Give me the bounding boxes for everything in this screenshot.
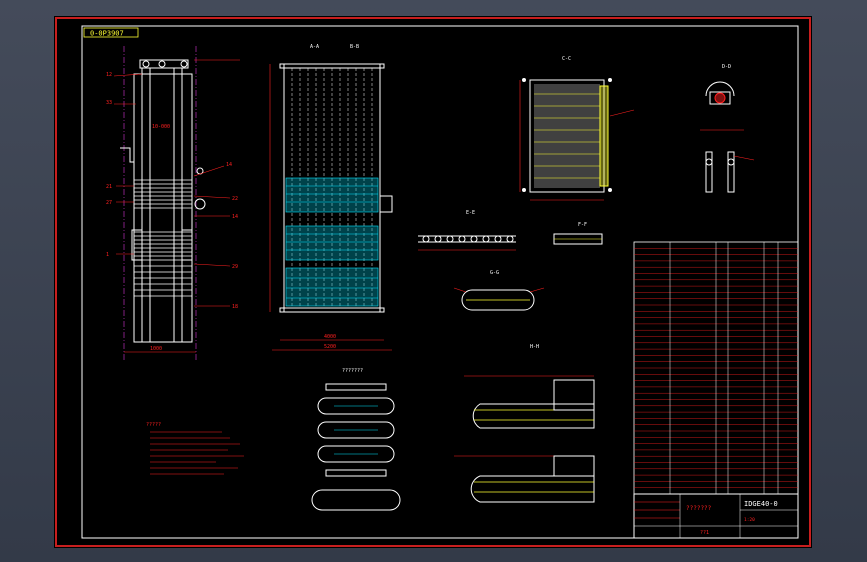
svg-text:10-000: 10-000 [152, 124, 170, 130]
left-width-dim: 1000 [150, 346, 162, 352]
svg-text:?????: ????? [146, 422, 161, 428]
drawing-sheet[interactable]: 0-0P3907 [54, 16, 812, 548]
section-gg-view: G-G [453, 270, 545, 311]
svg-text:14: 14 [232, 214, 238, 220]
svg-text:29: 29 [232, 264, 238, 270]
svg-text:12: 12 [106, 72, 112, 78]
outer-frame [55, 17, 811, 547]
svg-text:D-D: D-D [722, 64, 731, 70]
svg-text:5200: 5200 [324, 344, 336, 350]
section-ee-view: E-E F-F [418, 210, 603, 251]
drawing-scale: 1:20 [744, 517, 755, 523]
svg-text:22: 22 [232, 196, 238, 202]
tag-label: 0-0P3907 [90, 30, 124, 38]
svg-text:27: 27 [106, 200, 112, 206]
section-cc-view: C-C [519, 56, 635, 201]
svg-text:B-B: B-B [350, 44, 359, 50]
coil-stack-view: ??????? [311, 368, 401, 511]
svg-text:14: 14 [226, 162, 232, 168]
svg-text:A-A: A-A [310, 44, 319, 50]
svg-text:21: 21 [106, 184, 112, 190]
svg-text:33: 33 [106, 100, 112, 106]
svg-text:4000: 4000 [324, 334, 336, 340]
svg-text:18: 18 [232, 304, 238, 310]
section-aa-view: A-A B-B [269, 44, 393, 351]
svg-text:???????: ??????? [342, 368, 363, 374]
sheet-number: ??1 [700, 530, 709, 536]
technical-notes: ????? [146, 422, 244, 475]
section-hh-view: H-H [454, 344, 595, 503]
svg-text:C-C: C-C [562, 56, 571, 62]
svg-text:F-F: F-F [578, 222, 587, 228]
title-block: ??????? IDGE40-0 1:20 ??1 [633, 493, 799, 539]
svg-text:G-G: G-G [490, 270, 499, 276]
drawing-title: ??????? [686, 505, 712, 512]
tag-box [83, 27, 139, 38]
section-dd-view: D-D [700, 64, 755, 193]
drawing-number: IDGE40-0 [744, 500, 778, 508]
drawing-canvas: 0-0P3907 [55, 17, 811, 547]
svg-text:1: 1 [106, 252, 109, 258]
left-elevation-view: 12 33 21 27 1 14 22 14 29 18 10-000 1000 [106, 46, 240, 361]
inner-border [81, 25, 799, 539]
parts-list-table [633, 241, 799, 495]
svg-text:H-H: H-H [530, 344, 539, 350]
svg-text:E-E: E-E [466, 210, 475, 216]
